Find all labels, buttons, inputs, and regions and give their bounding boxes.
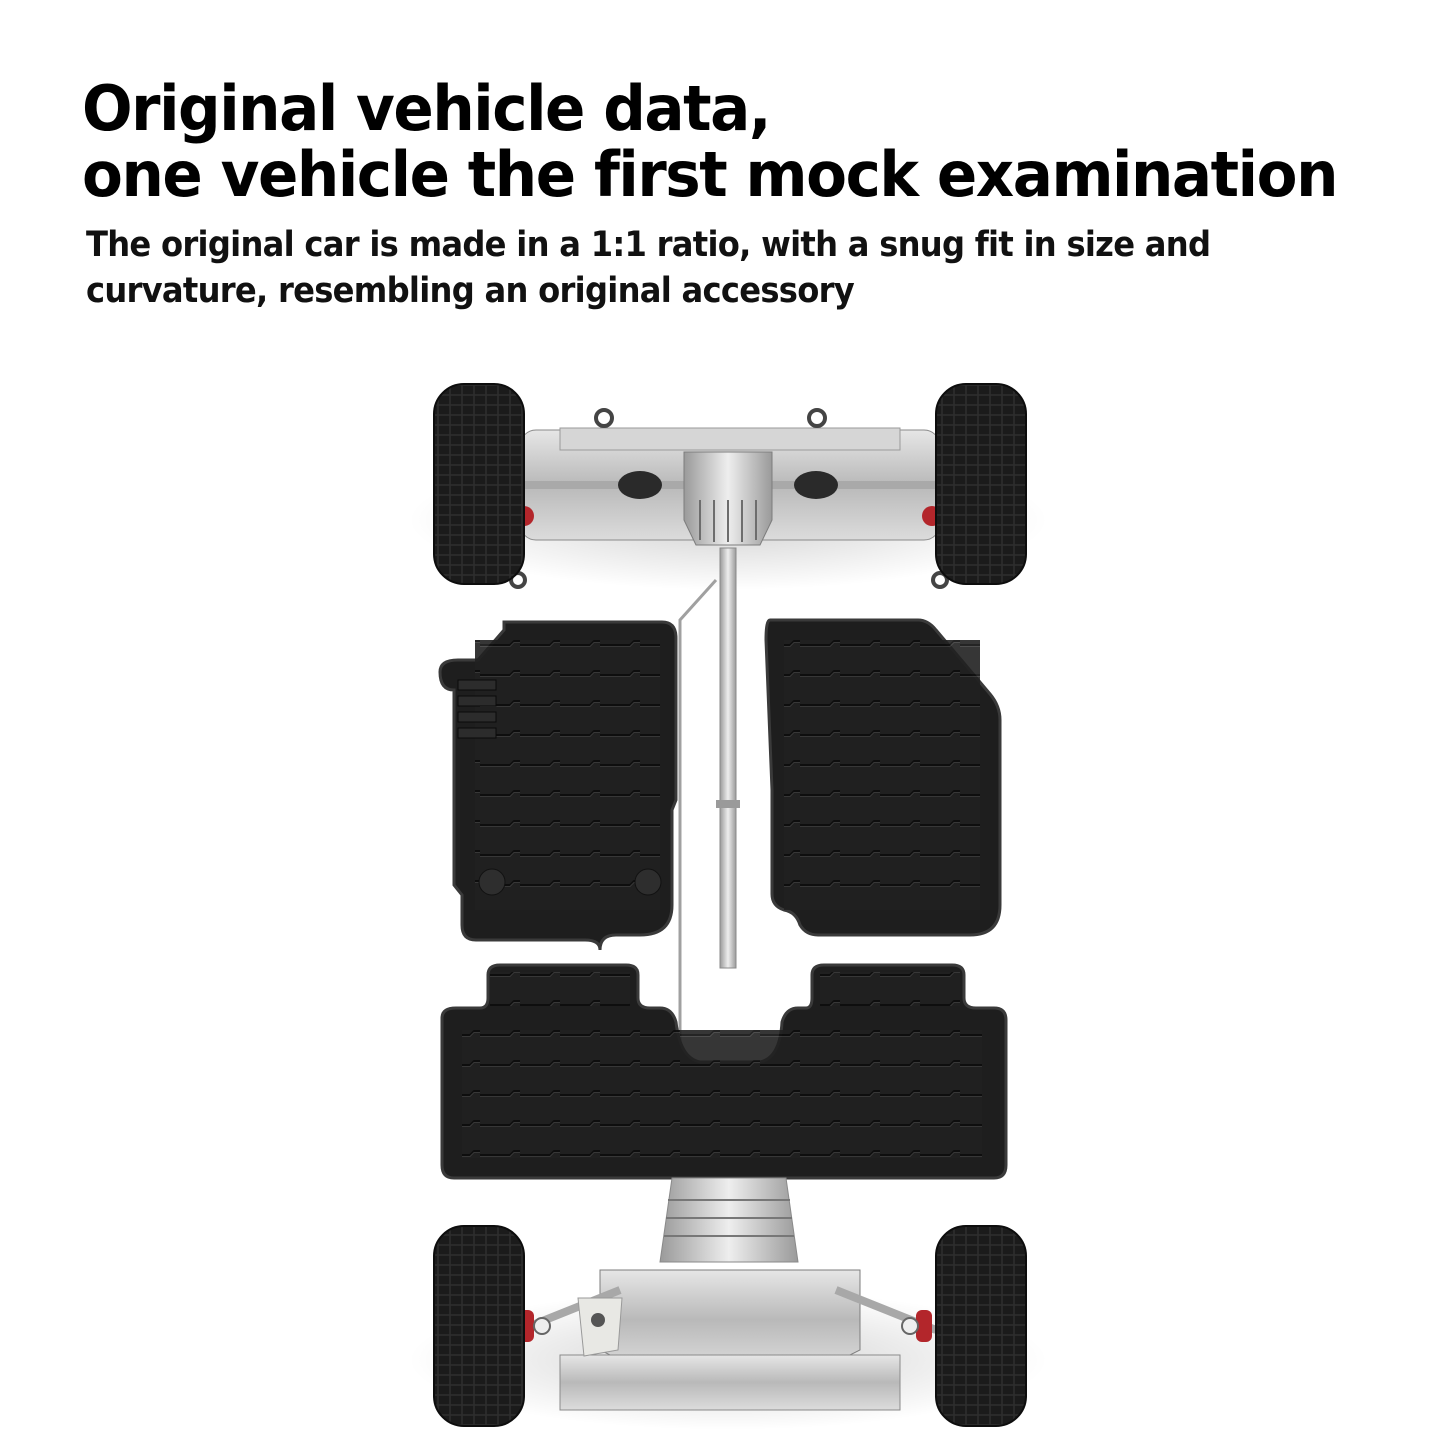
rear-axle-assembly	[408, 383, 1048, 590]
headline-line-1: Original vehicle data,	[82, 72, 772, 145]
front-axle-assembly	[408, 1177, 1048, 1430]
subtext-line-2: curvature, resembling an original access…	[86, 271, 855, 311]
rear-floor-mat	[440, 963, 1008, 1180]
subtext: The original car is made in a 1:1 ratio,…	[86, 222, 1282, 314]
front-left-tire	[433, 1225, 525, 1427]
rear-left-tire	[433, 383, 525, 585]
headline: Original vehicle data, one vehicle the f…	[82, 72, 1338, 211]
headline-line-2: one vehicle the first mock examination	[82, 138, 1338, 211]
driveshaft	[678, 547, 740, 1050]
rear-right-tire	[935, 383, 1027, 585]
driver-floor-mat	[438, 620, 678, 951]
subtext-line-1: The original car is made in a 1:1 ratio,…	[86, 225, 1211, 265]
front-right-tire	[935, 1225, 1027, 1427]
passenger-floor-mat	[764, 618, 1002, 937]
